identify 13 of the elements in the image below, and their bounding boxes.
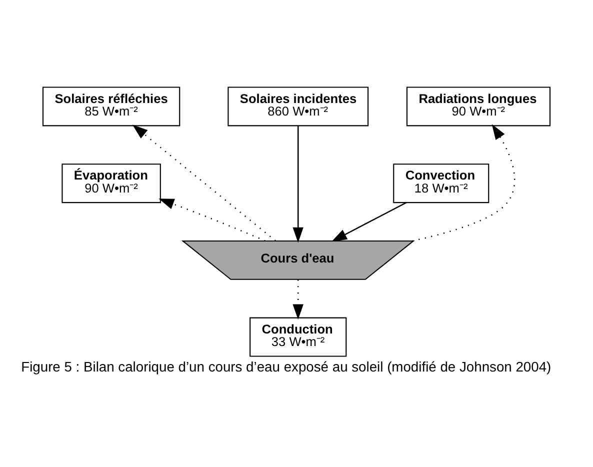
node-box: Convection 18 W•m⁻² (393, 164, 490, 204)
arrow (332, 202, 406, 242)
arrow (412, 124, 516, 242)
node-box: Solaires réfléchies 85 W•m⁻² (42, 86, 180, 126)
node-box: Radiations longues 90 W•m⁻² (406, 86, 551, 126)
caption: Figure 5 : Bilan calorique d’un cours d’eau exposé au soleil (modifié de Johnson 2004) (21, 358, 552, 375)
node-box: Conduction 33 W•m⁻² (250, 317, 347, 357)
arrow (292, 126, 304, 243)
arrow (132, 124, 276, 242)
node-box: Solaires incidentes 860 W•m⁻² (228, 86, 369, 126)
arrow (292, 280, 304, 320)
arrow (158, 198, 266, 242)
node-box: Évaporation 90 W•m⁻² (62, 164, 161, 204)
